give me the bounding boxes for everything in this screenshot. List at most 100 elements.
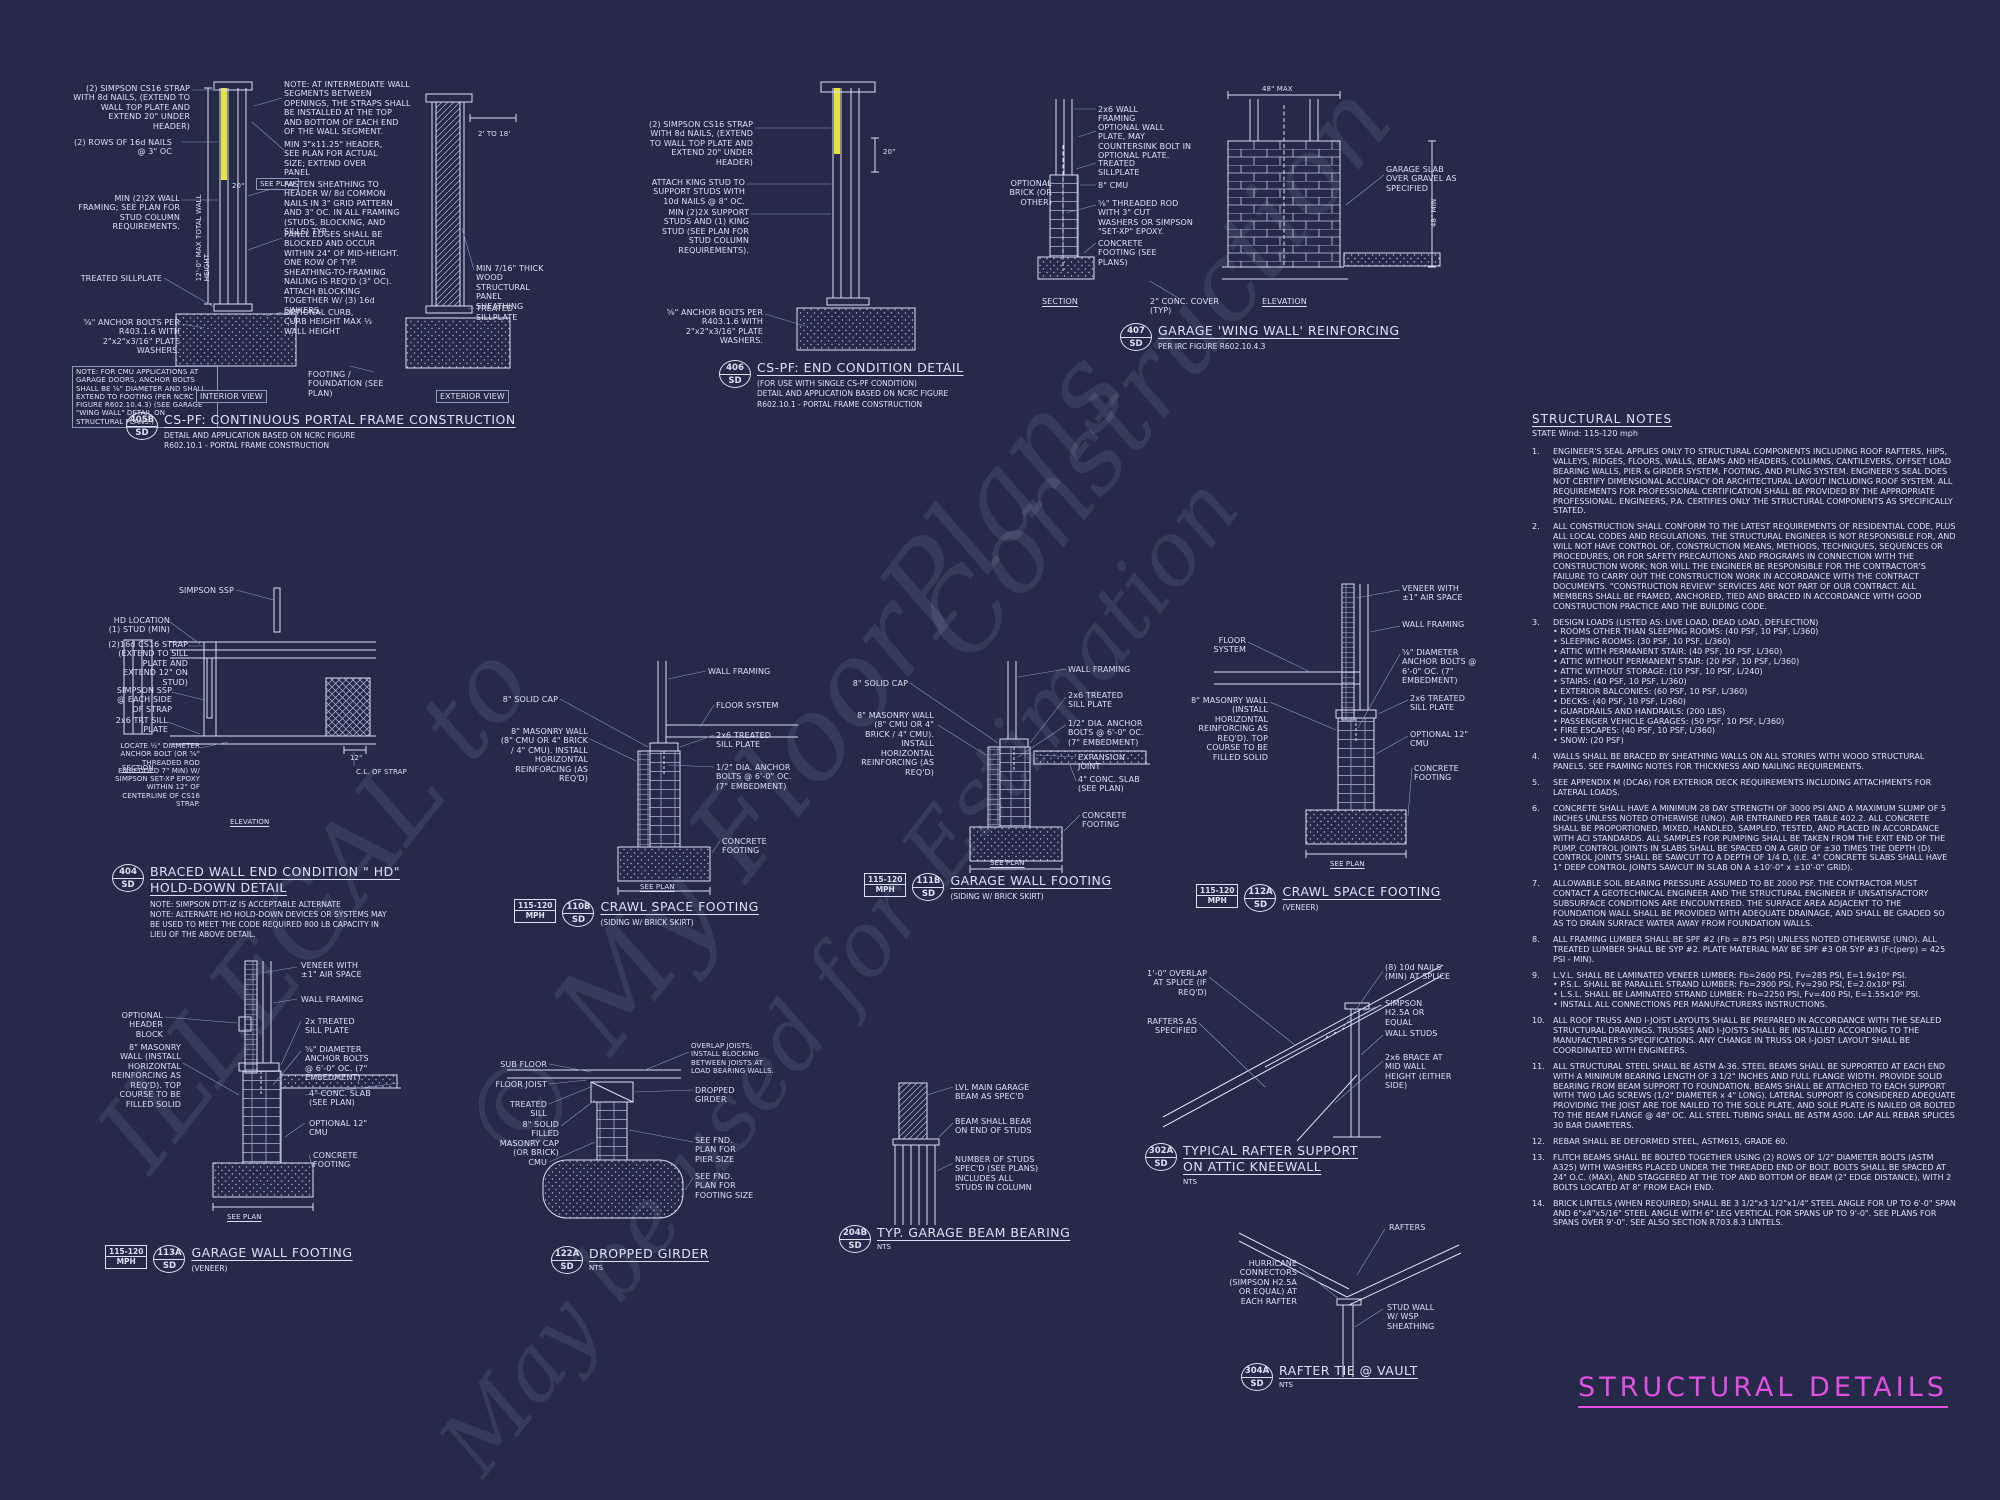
detail-title: CRAWL SPACE FOOTING (1282, 884, 1441, 899)
annotation-label: HD LOCATION (1) STUD (MIN) (108, 616, 170, 635)
annotation-label: (8) 10d NAILS (MIN) AT SPLICE (1385, 963, 1451, 982)
callout-number: 407 (1121, 324, 1151, 339)
detail-callout: 113A SD (153, 1245, 186, 1273)
annotation-label: 2x6 BRACE AT MID WALL HEIGHT (EITHER SID… (1385, 1053, 1452, 1091)
detail-title-block: 405B SD CS-PF: CONTINUOUS PORTAL FRAME C… (126, 412, 516, 452)
annotation-label: SEE PLAN (990, 859, 1025, 867)
annotation-label: TREATED SILL (509, 1100, 547, 1119)
structural-note-item: 14.BRICK LINTELS (WHEN REQUIRED) SHALL B… (1532, 1198, 1956, 1228)
detail-title-block: 115-120 MPH 110B SD CRAWL SPACE FOOTING … (514, 899, 759, 928)
callout-sheet: SD (135, 428, 149, 439)
wind-speed-unit: MPH (1207, 896, 1227, 906)
annotation-label: 2x6 TREATED SILL PLATE (716, 731, 772, 750)
detail-callout: 406 SD (719, 360, 751, 388)
structural-note-item: 7.ALLOWABLE SOIL BEARING PRESSURE ASSUME… (1532, 879, 1945, 928)
detail-subtitle: (VENEER) (191, 1264, 228, 1274)
annotation-label: FLOOR SYSTEM (1213, 636, 1246, 655)
detail-subtitle: (VENEER) (1282, 903, 1319, 913)
annotation-label: PANEL EDGES SHALL BE BLOCKED AND OCCUR W… (284, 230, 399, 315)
annotation-label: WALL STUDS (1385, 1029, 1438, 1038)
callout-sheet: SD (162, 1261, 177, 1272)
structural-notes-wind: STATE Wind: 115-120 mph (1532, 429, 1638, 438)
detail-406-end-condition: (2) SIMPSON CS16 STRAP WITH 8d NAILS, (E… (645, 80, 985, 432)
callout-sheet: SD (1154, 1159, 1168, 1170)
annotation-label: LOCATE ½" DIAMETER ANCHOR BOLT (OR ⅝" TH… (115, 742, 200, 808)
annotation-label: 2x6 TREATED SILL PLATE (1410, 694, 1466, 713)
annotation-label: 2' TO 18' (478, 130, 511, 138)
annotation-label: 20" (232, 182, 245, 190)
detail-callout: 204B SD (839, 1225, 871, 1253)
annotation-label: WALL FRAMING (1068, 665, 1131, 674)
annotation-label: ⅝" THREADED ROD WITH 3" CUT WASHERS OR S… (1098, 199, 1193, 237)
annotation-label: CONCRETE FOOTING (313, 1151, 358, 1170)
annotation-label: SEE FND. PLAN FOR PIER SIZE (695, 1136, 736, 1164)
annotation-label: WALL FRAMING (1402, 620, 1465, 629)
annotation-label: HURRICANE CONNECTORS (SIMPSON H2.5A OR E… (1229, 1259, 1297, 1306)
detail-callout: 110B SD (562, 899, 595, 927)
annotation-label: 4" CONC. SLAB (SEE PLAN) (1078, 775, 1140, 794)
annotation-label: EXPANSION JOINT (1078, 753, 1125, 772)
annotation-label: EXTERIOR VIEW (436, 390, 509, 404)
detail-scale: NTS (589, 1264, 603, 1273)
structural-note-item: 6.CONCRETE SHALL HAVE A MINIMUM 28 DAY S… (1532, 803, 1948, 873)
annotation-label: LVL MAIN GARAGE BEAM AS SPEC'D (955, 1083, 1030, 1102)
garage-footing-drawing (909, 661, 1150, 873)
detail-title-block: 122A SD DROPPED GIRDER NTS (551, 1246, 709, 1274)
callout-number: 302A (1146, 1144, 1176, 1159)
detail-title-block: 404 SD BRACED WALL END CONDITION " HD" H… (112, 864, 400, 940)
callout-sheet: SD (1250, 1379, 1264, 1390)
annotation-label: 8" MASONRY WALL (8" CMU OR 4" BRICK / 4"… (500, 727, 588, 784)
structural-note-item: 2.ALL CONSTRUCTION SHALL CONFORM TO THE … (1532, 522, 1956, 611)
annotation-label: SEE PLAN (640, 883, 675, 891)
detail-subtitle: (SIDING W/ BRICK SKIRT) (950, 892, 1044, 902)
annotation-label: (2) SIMPSON CS16 STRAP WITH 8d NAILS, (E… (648, 120, 753, 167)
wind-speed-unit: MPH (875, 885, 895, 895)
callout-sheet: SD (121, 880, 135, 891)
annotation-label: CONCRETE FOOTING (1082, 811, 1127, 830)
callout-number: 112A (1245, 885, 1276, 900)
annotation-label: SUB FLOOR (500, 1060, 547, 1069)
structural-notes-list: 1.ENGINEER'S SEAL APPLIES ONLY TO STRUCT… (1532, 447, 1956, 1228)
annotation-label: 1/2" DIA. ANCHOR BOLTS @ 6'-0" OC. (7" E… (1068, 719, 1144, 747)
annotation-label: BEAM SHALL BEAR ON END OF STUDS (955, 1117, 1032, 1136)
detail-302a-rafter-support-kneewall: 1'-0" OVERLAP AT SPLICE (IF REQ'D)RAFTER… (1145, 945, 1465, 1193)
annotation-label: 2x6 TRT SILL PLATE (115, 716, 168, 735)
annotation-label: MIN (2)2X SUPPORT STUDS AND (1) KING STU… (661, 208, 749, 255)
callout-sheet: SD (848, 1241, 862, 1252)
annotation-label: INTERIOR VIEW (196, 390, 267, 404)
detail-callout: 122A SD (551, 1246, 583, 1274)
detail-204b-garage-beam-bearing: LVL MAIN GARAGE BEAM AS SPEC'D BEAM SHALL… (835, 1075, 1145, 1263)
structural-note-item: 13.FLITCH BEAMS SHALL BE BOLTED TOGETHER… (1532, 1153, 1952, 1192)
annotation-label: RAFTERS (1389, 1223, 1426, 1232)
detail-callout: 111B SD (912, 873, 945, 901)
end-condition-drawing (747, 81, 916, 351)
callout-number: 110B (563, 900, 594, 915)
annotation-label: WALL FRAMING (708, 667, 771, 676)
detail-subtitle: (SIDING W/ BRICK SKIRT) (600, 918, 694, 928)
annotation-label: NOTE: AT INTERMEDIATE WALL SEGMENTS BETW… (284, 80, 411, 137)
annotation-label: SECTION (122, 764, 154, 772)
callout-number: 404 (113, 865, 143, 880)
detail-title: TYP. GARAGE BEAM BEARING (877, 1225, 1071, 1240)
callout-number: 113A (154, 1246, 185, 1261)
annotation-label: OPTIONAL HEADER BLOCK (121, 1011, 163, 1039)
annotation-label: STUD WALL W/ WSP SHEATHING (1387, 1303, 1435, 1331)
detail-title: DROPPED GIRDER (589, 1246, 709, 1261)
annotation-label: TREATED SILLPLATE (80, 274, 162, 283)
annotation-label: 1'-0" OVERLAP AT SPLICE (IF REQ'D) (1147, 969, 1207, 997)
detail-112a-crawl-space-footing-veneer: VENEER WITH ±1" AIR SPACE WALL FRAMING FLO… (1190, 578, 1500, 923)
annotation-label: 1/2" DIA. ANCHOR BOLTS @ 6'-0" OC. (7" E… (716, 763, 792, 791)
detail-subtitle: DETAIL AND APPLICATION BASED ON NCRC FIG… (164, 431, 356, 451)
wind-speed-unit: MPH (525, 911, 545, 921)
hold-down-drawing (123, 587, 376, 766)
annotation-label: 8" MASONRY WALL (8" CMU OR 4" BRICK / 4"… (857, 711, 934, 777)
structural-note-item: 1.ENGINEER'S SEAL APPLIES ONLY TO STRUCT… (1532, 447, 1953, 516)
detail-title-block: 407 SD GARAGE 'WING WALL' REINFORCING PE… (1120, 323, 1400, 352)
detail-title: BRACED WALL END CONDITION " HD" HOLD-DOW… (150, 864, 400, 896)
detail-scale: NTS (1279, 1381, 1293, 1390)
detail-callout: 404 SD (112, 864, 144, 892)
rafter-support-drawing (1162, 964, 1444, 1142)
annotation-label: VENEER WITH ±1" AIR SPACE (1402, 584, 1463, 603)
annotation-label: 2x6 TREATED SILL PLATE (1068, 691, 1124, 710)
annotation-label: ⅝" DIAMETER ANCHOR BOLTS @ 6'-0" OC. (7"… (1402, 648, 1477, 686)
